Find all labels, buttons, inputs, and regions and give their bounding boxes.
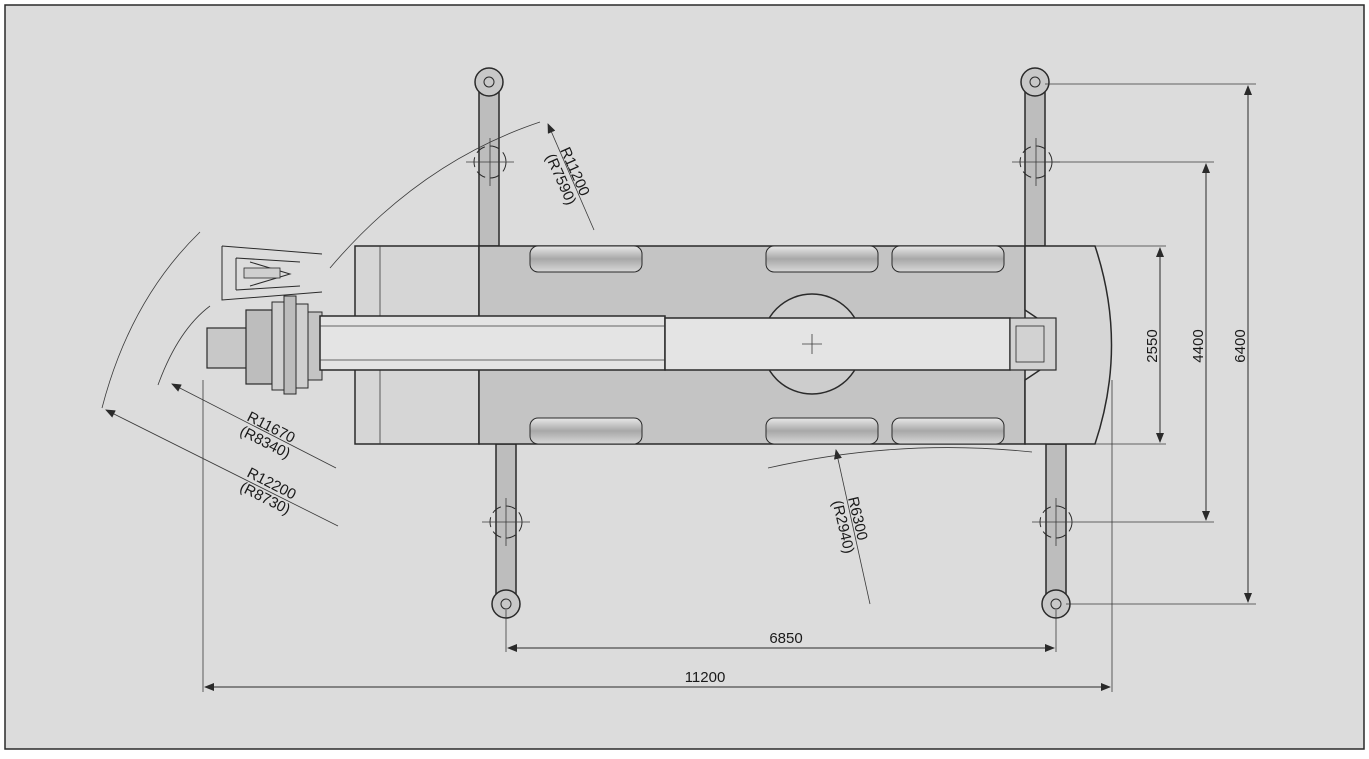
fork-frame [221, 245, 323, 301]
hook-block-plate [245, 309, 273, 385]
wheel-bottom-1 [529, 417, 643, 445]
dimension-labels: 2550 4400 6400 6850 11200 [685, 329, 1249, 686]
label-6850: 6850 [769, 630, 802, 647]
boom-inner-section [319, 315, 666, 371]
hook-block-body [206, 327, 248, 369]
sheave-3 [295, 303, 309, 389]
wheel-bottom-3 [891, 417, 1005, 445]
boom-pivot-block [1009, 317, 1057, 371]
leader-r11670 [171, 383, 337, 469]
pad-rear-top [1020, 67, 1050, 97]
arc-inner [157, 305, 211, 386]
boom [319, 315, 1057, 371]
wheels [529, 245, 1005, 445]
arc-outer [101, 231, 201, 409]
leader-r12200 [105, 409, 339, 527]
sheave-2 [283, 295, 297, 395]
label-11200: 11200 [685, 669, 726, 686]
wheel-top-2 [765, 245, 879, 273]
radius-arcs [101, 121, 1033, 469]
outrigger-beam-front-top [478, 83, 500, 247]
fork-attachment [221, 245, 323, 301]
hook-block [206, 295, 323, 395]
rear-cab [1024, 245, 1113, 445]
outrigger-pads [474, 67, 1071, 619]
wheel-top-1 [529, 245, 643, 273]
label-4400: 4400 [1190, 329, 1207, 362]
leader-r11200 [547, 123, 595, 231]
boom-base-section [664, 317, 1011, 371]
sheave-1 [271, 301, 285, 391]
leader-r6300 [834, 449, 871, 605]
arc-r6300-bottom [767, 447, 1033, 469]
label-6400: 6400 [1232, 329, 1249, 362]
fork-plate [243, 267, 281, 279]
wheel-top-3 [891, 245, 1005, 273]
pad-front-top [474, 67, 504, 97]
dimension-lines [105, 85, 1252, 691]
extension-lines [202, 83, 1256, 692]
boom-pivot-inner [1015, 325, 1045, 363]
label-2550: 2550 [1144, 329, 1161, 362]
wheel-bottom-2 [765, 417, 879, 445]
arc-r11200-top [329, 121, 541, 269]
outrigger-beam-rear-top [1024, 83, 1046, 247]
